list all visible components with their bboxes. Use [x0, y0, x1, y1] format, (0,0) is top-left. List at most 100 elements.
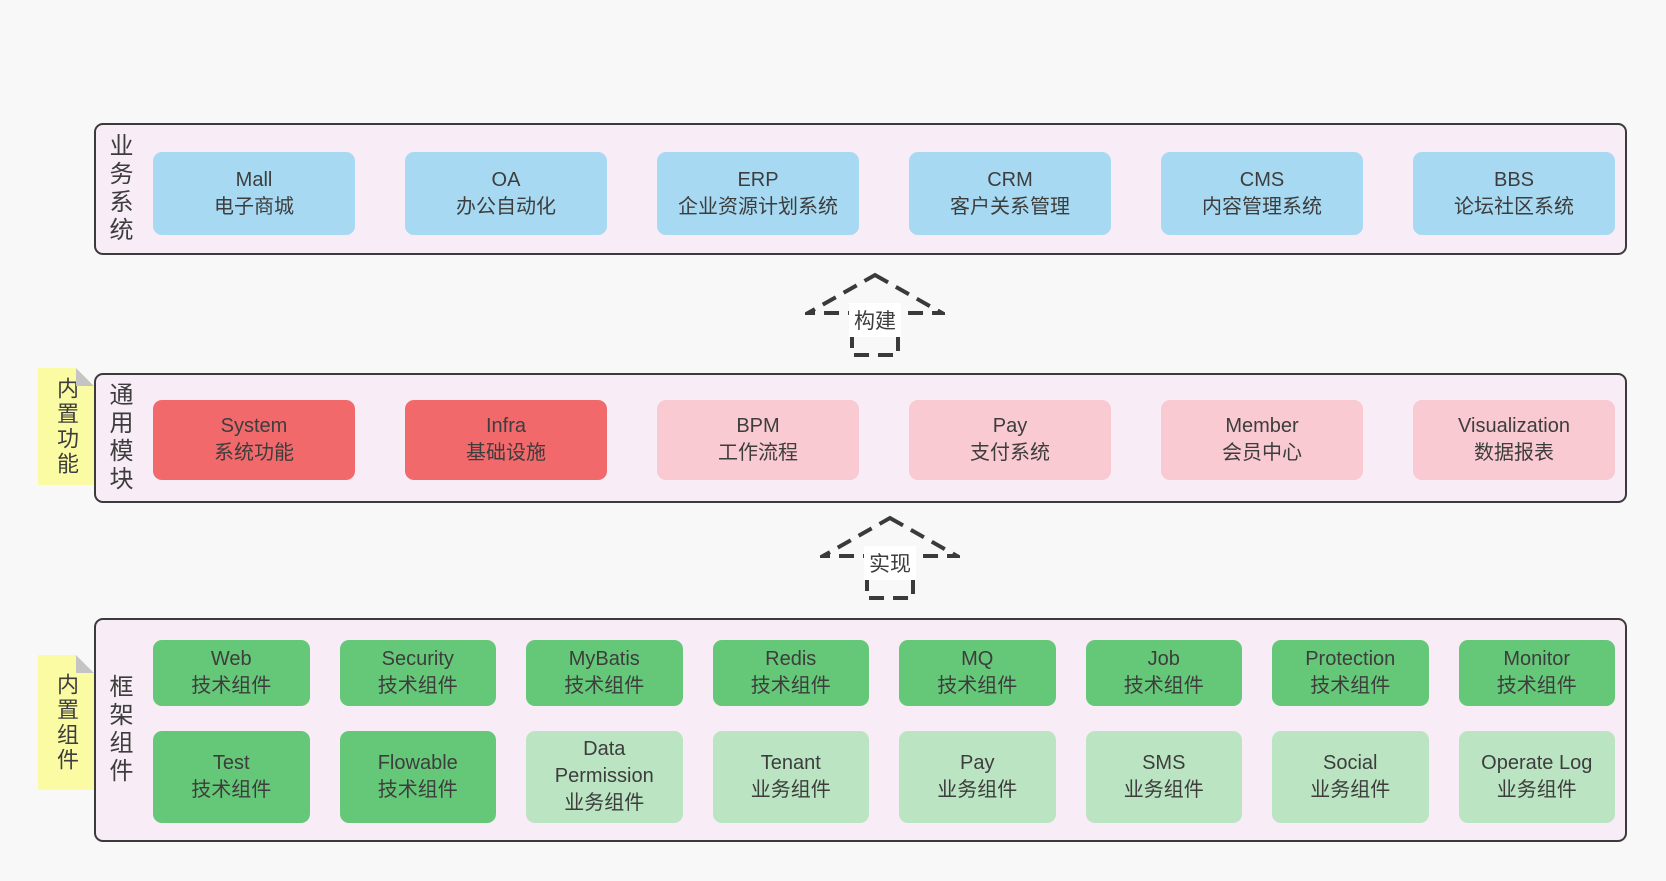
box-title: Mall: [235, 168, 273, 191]
box-subtitle: 业务组件: [1310, 778, 1391, 801]
box-visualization: Visualization 数据报表: [1413, 400, 1615, 480]
box-crm: CRM 客户关系管理: [909, 152, 1111, 235]
box-security: Security 技术组件: [339, 640, 496, 706]
box-subtitle: 支付系统: [970, 442, 1050, 464]
sticky-note-label: 内置组件: [54, 672, 79, 773]
box-infra: Infra 基础设施: [405, 400, 607, 480]
box-title: Member: [1225, 415, 1299, 437]
box-cms: CMS 内容管理系统: [1161, 152, 1363, 235]
box-flowable: Flowable 技术组件: [339, 730, 496, 823]
box-bbs: BBS 论坛社区系统: [1413, 152, 1615, 235]
box-monitor: Monitor 技术组件: [1458, 640, 1615, 706]
box-title: Security: [381, 647, 454, 670]
box-subtitle: 基础设施: [466, 442, 546, 464]
box-subtitle: 技术组件: [1310, 674, 1391, 697]
box-title: ERP: [737, 168, 779, 191]
box-subtitle: 电子商城: [214, 195, 294, 218]
box-job: Job 技术组件: [1085, 640, 1242, 706]
box-erp: ERP 企业资源计划系统: [657, 152, 859, 235]
box-title: Data Permission: [554, 738, 654, 788]
box-web: Web 技术组件: [153, 640, 310, 706]
dashed-up-arrow-icon: [805, 272, 945, 357]
box-subtitle: 技术组件: [377, 674, 458, 697]
section-business-systems: 业务系统 Mall 电子商城 OA 办公自动化 ERP 企业资源计划系统 CRM…: [94, 123, 1627, 255]
box-test: Test 技术组件: [153, 730, 310, 823]
sticky-note-builtin-features: 内置功能: [38, 368, 94, 485]
box-subtitle: 论坛社区系统: [1454, 195, 1574, 218]
box-subtitle: 技术组件: [1496, 674, 1577, 697]
box-protection: Protection 技术组件: [1272, 640, 1429, 706]
box-title: Visualization: [1458, 415, 1570, 437]
box-title: Social: [1323, 751, 1378, 774]
box-title: Flowable: [377, 751, 458, 774]
sticky-note-label: 内置功能: [54, 376, 79, 477]
box-data-permission: Data Permission 业务组件: [526, 730, 683, 823]
box-pay-component: Pay 业务组件: [899, 730, 1056, 823]
arrow-label: 实现: [864, 546, 916, 580]
box-subtitle: 业务组件: [1123, 778, 1204, 801]
box-title: SMS: [1142, 751, 1186, 774]
box-social: Social 业务组件: [1272, 730, 1429, 823]
section-label: 框架组件: [105, 674, 132, 786]
section-common-modules: 通用模块 System 系统功能 Infra 基础设施 BPM 工作流程 Pay…: [94, 373, 1627, 503]
box-subtitle: 业务组件: [564, 792, 645, 815]
box-title: OA: [491, 168, 521, 191]
box-operate-log: Operate Log 业务组件: [1458, 730, 1615, 823]
box-subtitle: 内容管理系统: [1202, 195, 1322, 218]
box-title: Web: [210, 647, 252, 670]
box-mq: MQ 技术组件: [899, 640, 1056, 706]
box-subtitle: 技术组件: [750, 674, 831, 697]
box-title: CRM: [987, 168, 1033, 191]
box-bpm: BPM 工作流程: [657, 400, 859, 480]
box-subtitle: 业务组件: [750, 778, 831, 801]
section-label: 业务系统: [105, 133, 132, 245]
arrow-implement: 实现: [820, 515, 960, 601]
box-title: Infra: [485, 415, 527, 437]
box-system: System 系统功能: [153, 400, 355, 480]
sticky-note-builtin-components: 内置组件: [38, 655, 94, 790]
framework-box-grid: Web 技术组件 Security 技术组件 MyBatis 技术组件 Redi…: [153, 640, 1615, 823]
box-subtitle: 系统功能: [214, 442, 294, 464]
box-subtitle: 技术组件: [564, 674, 645, 697]
box-pay: Pay 支付系统: [909, 400, 1111, 480]
section-label: 通用模块: [105, 382, 132, 494]
box-title: System: [220, 415, 288, 437]
box-subtitle: 数据报表: [1474, 442, 1554, 464]
box-subtitle: 技术组件: [1123, 674, 1204, 697]
box-mall: Mall 电子商城: [153, 152, 355, 235]
box-subtitle: 业务组件: [1496, 778, 1577, 801]
box-title: CMS: [1239, 168, 1285, 191]
box-title: Monitor: [1503, 647, 1571, 670]
box-subtitle: 办公自动化: [456, 195, 556, 218]
arrow-build: 构建: [805, 272, 945, 358]
box-title: Operate Log: [1481, 751, 1593, 774]
box-title: MQ: [961, 647, 994, 670]
box-title: Protection: [1305, 647, 1396, 670]
box-title: BBS: [1493, 168, 1535, 191]
box-title: Pay: [960, 751, 995, 774]
box-mybatis: MyBatis 技术组件: [526, 640, 683, 706]
arrow-label: 构建: [849, 303, 901, 337]
box-subtitle: 技术组件: [937, 674, 1018, 697]
box-subtitle: 技术组件: [191, 674, 272, 697]
box-title: Redis: [765, 647, 817, 670]
box-oa: OA 办公自动化: [405, 152, 607, 235]
box-title: BPM: [736, 415, 780, 437]
box-title: Tenant: [760, 751, 821, 774]
box-subtitle: 企业资源计划系统: [678, 195, 838, 218]
box-redis: Redis 技术组件: [712, 640, 869, 706]
box-subtitle: 技术组件: [191, 778, 272, 801]
box-title: Job: [1147, 647, 1180, 670]
box-title: Test: [212, 751, 250, 774]
dashed-up-arrow-icon: [820, 515, 960, 600]
modules-box-grid: System 系统功能 Infra 基础设施 BPM 工作流程 Pay 支付系统…: [153, 400, 1615, 480]
section-framework-components: 框架组件 Web 技术组件 Security 技术组件 MyBatis 技术组件…: [94, 618, 1627, 842]
box-subtitle: 业务组件: [937, 778, 1018, 801]
box-tenant: Tenant 业务组件: [712, 730, 869, 823]
box-title: MyBatis: [568, 647, 640, 670]
box-member: Member 会员中心: [1161, 400, 1363, 480]
box-subtitle: 技术组件: [377, 778, 458, 801]
box-subtitle: 工作流程: [718, 442, 798, 464]
box-sms: SMS 业务组件: [1085, 730, 1242, 823]
